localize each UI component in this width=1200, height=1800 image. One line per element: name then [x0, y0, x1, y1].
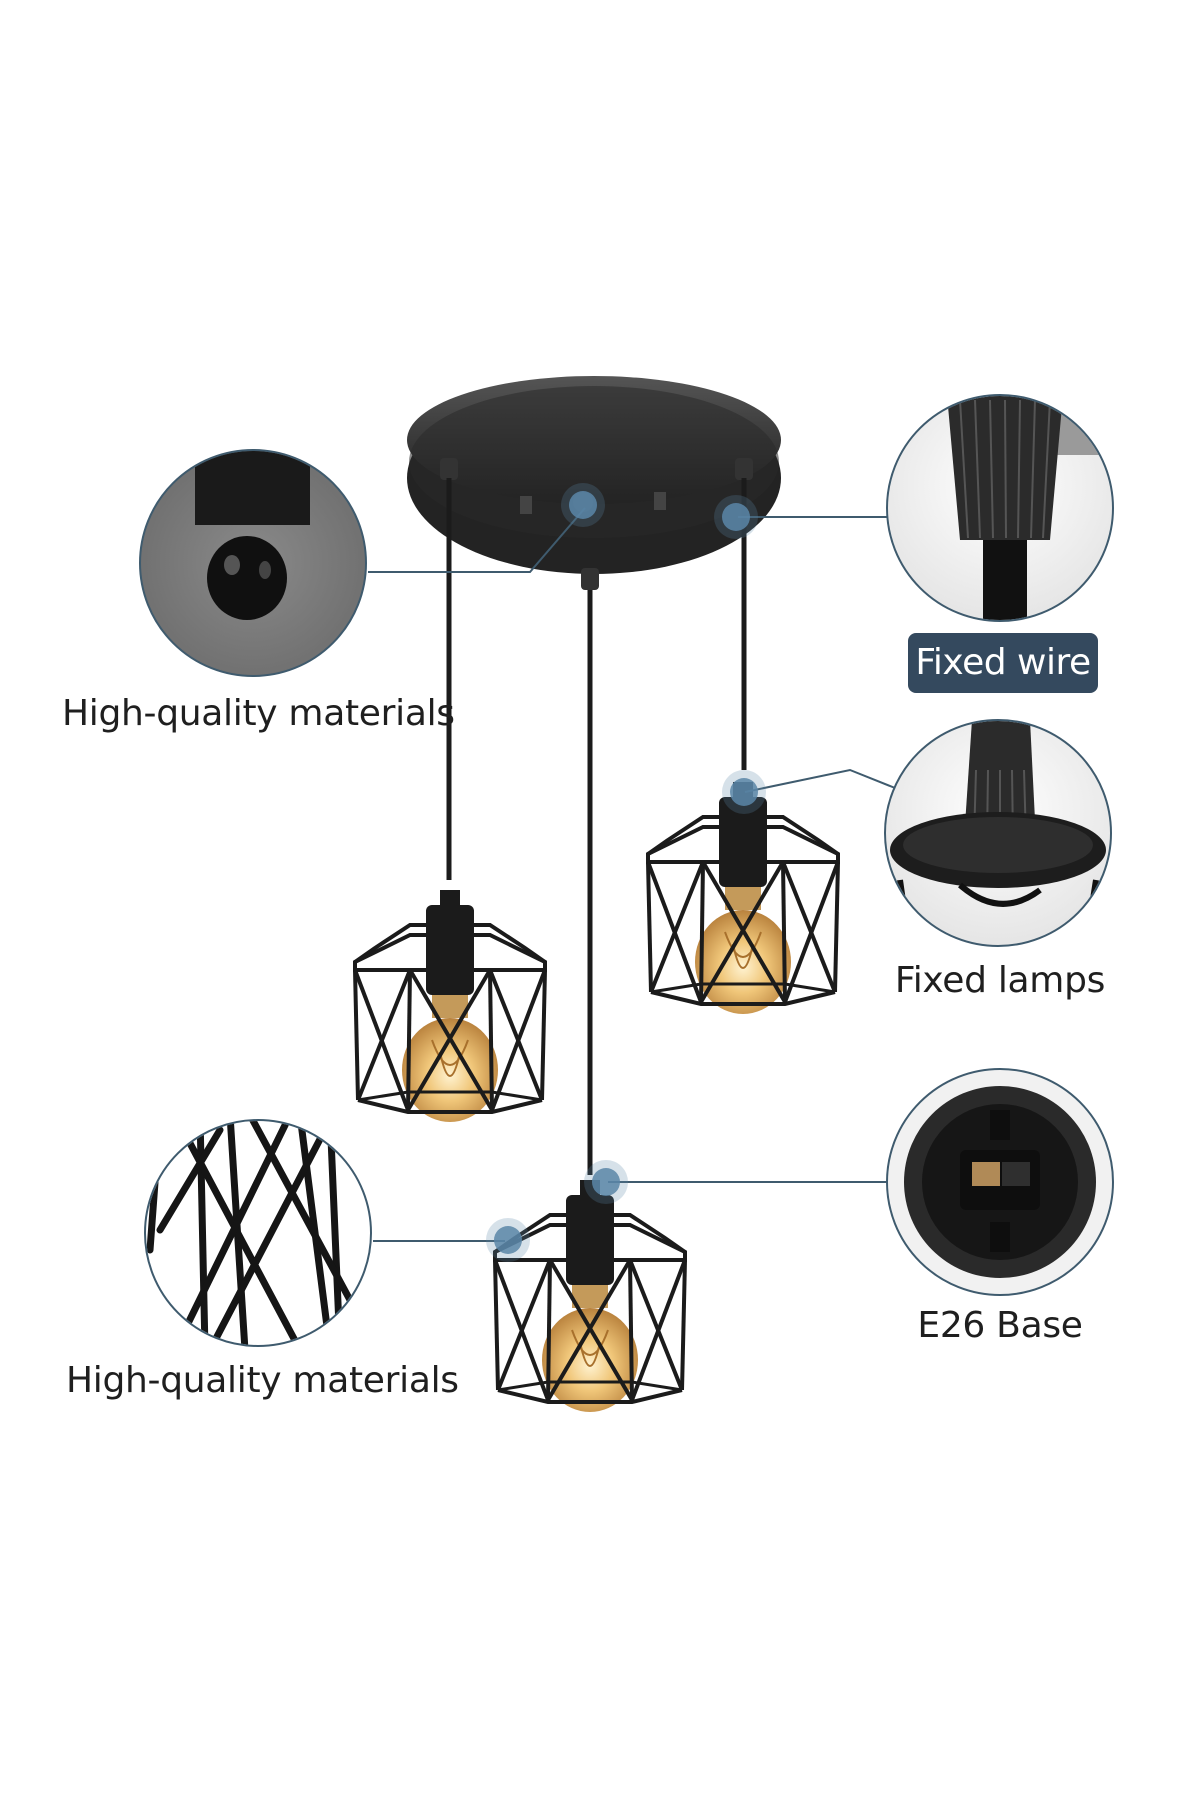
ceiling-canopy: [407, 376, 781, 590]
callout-label-e26-base: E26 Base: [917, 1305, 1083, 1346]
zoom-cage-wires: [144, 1119, 372, 1347]
zoom-ceiling-ball: [139, 449, 367, 677]
zoom-fixed-wire: [886, 394, 1114, 622]
pendant-lamp-left: [355, 890, 545, 1122]
callout-label-fixed-wire: Fixed wire: [908, 633, 1098, 693]
zoom-fixed-lamps: [884, 719, 1112, 947]
pendant-lamp-bottom: [495, 1180, 685, 1412]
callout-markers: [486, 483, 766, 1262]
callout-lines: [368, 507, 906, 1242]
pendant-lamp-right: [648, 782, 838, 1014]
callout-label-cage: High-quality materials: [66, 1360, 459, 1401]
zoom-e26-socket: [886, 1068, 1114, 1296]
callout-label-ceiling-ball: High-quality materials: [62, 693, 455, 734]
callout-label-fixed-lamps: Fixed lamps: [894, 960, 1106, 1001]
